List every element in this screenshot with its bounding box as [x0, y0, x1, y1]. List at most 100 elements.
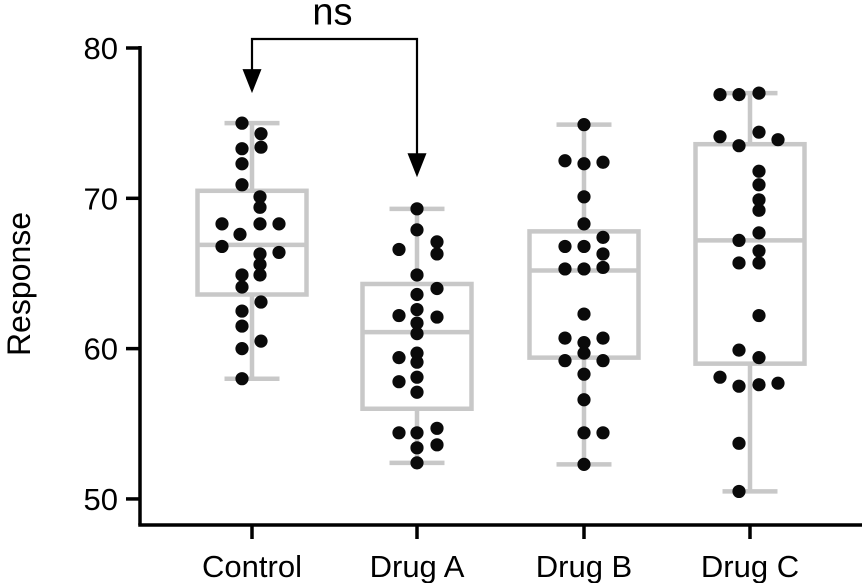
data-point	[410, 287, 424, 302]
data-point	[732, 233, 746, 247]
data-point	[254, 334, 268, 348]
data-point	[752, 125, 766, 139]
data-point	[752, 244, 766, 258]
data-point	[215, 239, 229, 254]
data-point	[235, 319, 249, 333]
data-point	[254, 140, 268, 154]
data-point	[410, 202, 424, 216]
data-point	[430, 421, 444, 435]
significance-label: ns	[312, 0, 352, 33]
data-point	[410, 302, 424, 317]
data-point	[732, 436, 746, 450]
data-point	[752, 203, 766, 217]
data-point	[253, 247, 267, 261]
data-point	[596, 247, 610, 261]
data-point	[235, 304, 249, 318]
data-point	[410, 346, 424, 360]
data-point	[235, 142, 249, 156]
data-point	[392, 351, 406, 365]
data-point	[430, 247, 444, 261]
data-point	[577, 426, 591, 440]
y-tick-label: 80	[84, 31, 118, 66]
data-point	[577, 262, 591, 276]
data-point	[253, 190, 267, 204]
data-point	[732, 379, 746, 393]
data-point	[596, 230, 610, 244]
data-point	[771, 133, 785, 147]
data-point	[410, 326, 424, 341]
data-point	[596, 331, 610, 345]
data-point	[430, 235, 444, 249]
data-point	[235, 157, 249, 171]
y-axis-title: Response	[1, 212, 37, 356]
data-point	[577, 157, 591, 171]
data-point	[577, 393, 591, 407]
data-point	[752, 351, 766, 365]
data-point	[558, 262, 572, 276]
data-point	[732, 87, 746, 102]
box	[693, 141, 807, 366]
data-point	[410, 370, 424, 384]
data-point	[235, 178, 249, 192]
data-point	[392, 308, 406, 323]
data-point	[410, 441, 424, 455]
data-point	[410, 268, 424, 282]
x-tick-label: Drug C	[701, 549, 799, 583]
data-point	[253, 217, 267, 231]
data-point	[253, 268, 267, 282]
data-point	[235, 372, 249, 386]
data-point	[577, 346, 591, 360]
data-point	[732, 484, 746, 499]
data-point	[430, 281, 444, 296]
significance-bracket	[250, 37, 419, 160]
x-tick-label: Control	[202, 549, 302, 583]
data-point	[732, 139, 746, 153]
data-point	[410, 426, 424, 440]
data-point	[410, 316, 424, 330]
data-point	[752, 378, 766, 392]
data-point	[596, 155, 610, 169]
data-point	[254, 127, 268, 141]
data-point	[272, 245, 286, 260]
data-point	[596, 260, 610, 275]
y-tick-label: 50	[84, 482, 118, 517]
data-point	[392, 375, 406, 389]
data-point	[254, 295, 268, 309]
x-tick-label: Drug A	[370, 549, 465, 583]
x-tick-label: Drug B	[536, 549, 632, 583]
significance-arrowhead	[407, 153, 427, 178]
data-point	[235, 268, 249, 282]
data-point	[558, 239, 572, 254]
data-point	[752, 164, 766, 178]
data-point	[235, 342, 249, 356]
data-point	[752, 178, 766, 192]
data-point	[558, 331, 572, 345]
data-point	[558, 154, 572, 168]
data-point	[752, 226, 766, 240]
data-point	[558, 354, 572, 368]
data-point	[577, 190, 591, 204]
data-point	[596, 354, 610, 368]
data-point	[233, 227, 247, 241]
y-tick-label: 60	[84, 332, 118, 367]
data-point	[577, 118, 591, 132]
data-point	[430, 310, 444, 324]
data-point	[410, 355, 424, 369]
data-point	[713, 87, 727, 102]
data-point	[410, 223, 424, 237]
data-point	[577, 367, 591, 381]
data-point	[752, 86, 766, 100]
data-point	[577, 239, 591, 254]
significance-arrowhead	[242, 69, 262, 94]
data-point	[235, 116, 249, 130]
data-point	[771, 376, 785, 390]
data-point	[752, 256, 766, 270]
data-point	[253, 200, 267, 214]
data-point	[732, 343, 746, 357]
data-point	[577, 457, 591, 471]
box	[195, 188, 309, 297]
data-point	[392, 242, 406, 257]
data-point	[215, 217, 229, 231]
